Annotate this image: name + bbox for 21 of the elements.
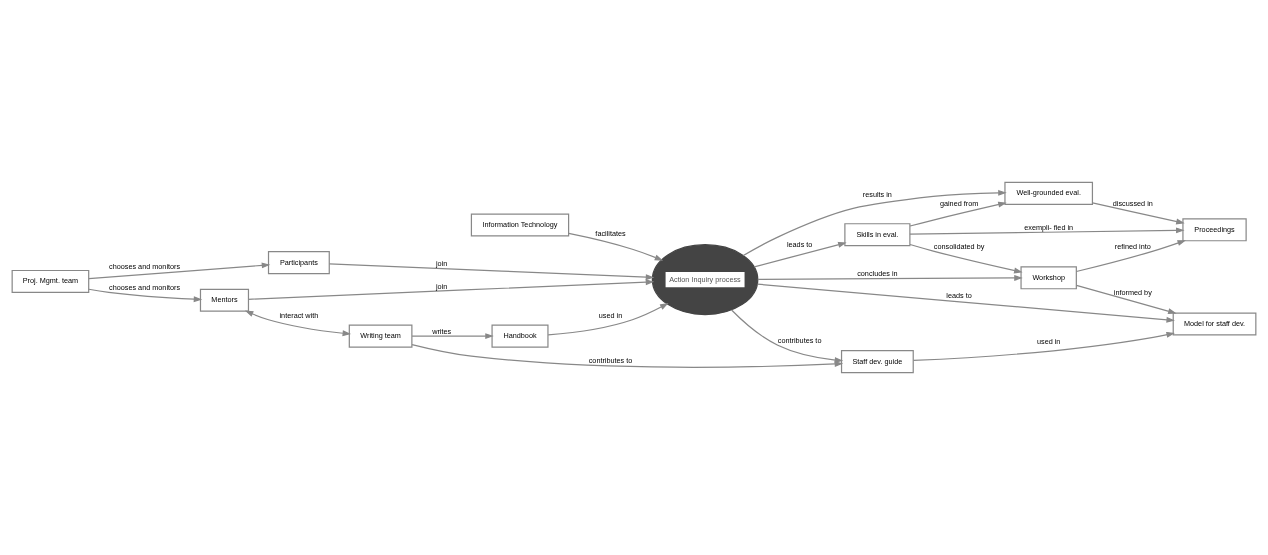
arrow <box>411 343 844 368</box>
arrow <box>1075 284 1177 315</box>
arrow <box>742 189 1007 257</box>
arrow <box>757 275 1023 281</box>
arrow <box>1091 202 1185 225</box>
arrow <box>244 310 352 337</box>
arrow <box>1075 240 1186 273</box>
arrow <box>909 243 1023 274</box>
arrow <box>753 241 847 268</box>
arrow <box>247 279 655 300</box>
arrow <box>909 227 1185 235</box>
arrow <box>411 333 494 340</box>
arrow <box>756 283 1175 323</box>
arrow <box>88 288 203 303</box>
arrow <box>912 331 1175 362</box>
arrow <box>88 262 271 280</box>
arrow <box>909 201 1007 227</box>
arrow <box>730 309 844 363</box>
arrow <box>328 263 655 281</box>
arrow <box>547 302 669 336</box>
arrow <box>568 232 664 261</box>
